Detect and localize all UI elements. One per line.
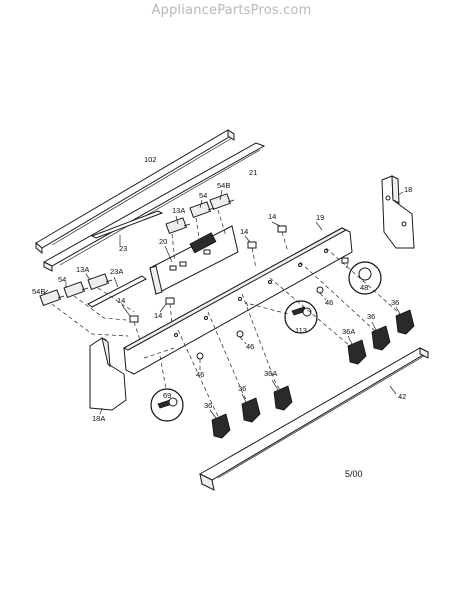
- part-102-trim: [35, 129, 235, 255]
- switches-top-group: [165, 189, 235, 263]
- callout-46-a: 46: [325, 298, 333, 307]
- callout-36a-b: 36A: [342, 327, 355, 336]
- callout-13a-left: 13A: [76, 265, 89, 274]
- callout-113: 113: [295, 326, 307, 335]
- knobs: [177, 247, 415, 439]
- callout-23a: 23A: [110, 267, 123, 276]
- callout-54b-left: 54B: [32, 287, 45, 296]
- callout-36a-a: 36A: [264, 369, 277, 378]
- callout-14-b: 14: [240, 227, 248, 236]
- callout-labels: 102 21 18 23 19 54 54B 13A 14 14 14 14 2…: [32, 155, 412, 479]
- callout-18a: 18A: [92, 414, 105, 423]
- callout-14-d: 14: [154, 311, 162, 320]
- callout-54-top: 54: [199, 191, 207, 200]
- callout-36-d: 36: [391, 298, 399, 307]
- callout-36-b: 36: [238, 384, 246, 393]
- callout-69: 69: [163, 391, 171, 400]
- part-14-clips: [121, 221, 289, 341]
- callout-19: 19: [316, 213, 324, 222]
- callout-46-b: 46: [246, 342, 254, 351]
- callout-48: 48: [360, 283, 368, 292]
- part-23a-bar: [87, 275, 147, 308]
- part-18-bracket: [381, 175, 415, 249]
- callout-23: 23: [119, 244, 127, 253]
- part-18a-end-cap: [89, 336, 127, 415]
- callout-54-left: 54: [58, 275, 66, 284]
- callout-36-c: 36: [367, 312, 375, 321]
- callout-18: 18: [404, 185, 412, 194]
- callout-102: 102: [144, 155, 157, 164]
- callout-21: 21: [249, 168, 257, 177]
- part-69-detail: [143, 347, 184, 422]
- part-42-rail: [198, 347, 430, 491]
- part-113-detail: [245, 300, 318, 334]
- callout-46-c: 46: [196, 370, 204, 379]
- callout-20: 20: [159, 237, 167, 246]
- callout-14-c: 14: [117, 296, 125, 305]
- callout-42: 42: [398, 392, 406, 401]
- callout-36-a: 36: [204, 401, 212, 410]
- callout-54b-top: 54B: [217, 181, 230, 190]
- part-20-control-board: [149, 225, 239, 295]
- part-46-springs: [196, 286, 327, 372]
- part-19-control-panel: [122, 221, 353, 375]
- revision-date: 5/00: [345, 469, 363, 479]
- switches-left-group: [39, 273, 135, 337]
- part-23-bar: [90, 210, 164, 246]
- part-48-detail: [341, 257, 382, 295]
- callout-13a-top: 13A: [172, 206, 185, 215]
- watermark: AppliancePartsPros.com: [151, 3, 312, 18]
- callout-14-a: 14: [268, 212, 276, 221]
